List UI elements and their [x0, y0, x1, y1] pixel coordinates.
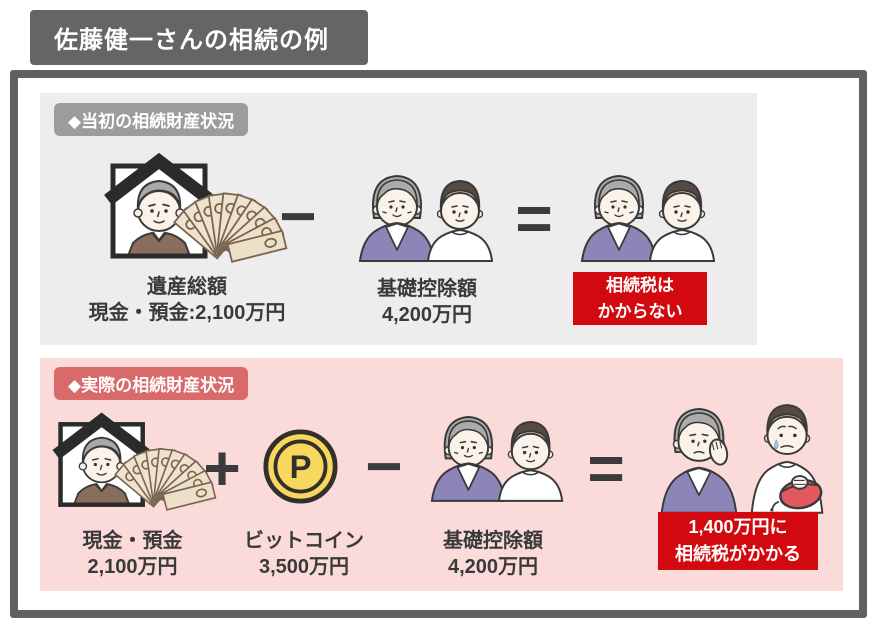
- tax-line1: 1,400万円に: [688, 517, 788, 537]
- deduction-label: 基礎控除額 4,200万円: [327, 276, 527, 329]
- no-tax-line2: かからない: [597, 301, 683, 321]
- minus-operator: −: [279, 180, 317, 252]
- tax-line2: 相続税がかかる: [675, 544, 801, 564]
- no-tax-line1: 相続税は: [606, 276, 674, 295]
- heirs-icon: [359, 175, 493, 262]
- memorial-portrait-icon-2: [56, 410, 208, 519]
- bitcoin-label: ビットコイン 3,500万円: [218, 528, 390, 581]
- deduction-line2: 4,200万円: [381, 304, 473, 327]
- plus-operator: +: [203, 432, 241, 504]
- title-bar: 佐藤健一さんの相続の例: [30, 10, 368, 65]
- minus-operator-2: −: [365, 430, 403, 502]
- estate-total-line1: 遺産総額: [147, 276, 227, 298]
- initial-section-label: ◆当初の相続財産状況: [68, 112, 235, 131]
- page-title: 佐藤健一さんの相続の例: [54, 27, 329, 54]
- actual-section-label: ◆実際の相続財産状況: [68, 376, 235, 395]
- bitcoin-line1: ビットコイン: [244, 530, 364, 552]
- estate-total-label: 遺産総額 現金・預金:2,100万円: [58, 274, 316, 327]
- cash-line2: 2,100万円: [87, 556, 178, 579]
- no-tax-result-badge: 相続税は かからない: [573, 272, 707, 325]
- deduction2-line2: 4,200万円: [447, 556, 539, 579]
- cash-line1: 現金・預金: [82, 530, 183, 552]
- deduction2-line1: 基礎控除額: [443, 530, 543, 552]
- worried-grandmother-icon: [660, 408, 738, 514]
- equals-operator: =: [515, 182, 553, 254]
- equals-operator-2: =: [587, 432, 625, 504]
- point-coin-icon: P: [263, 429, 338, 504]
- estate-total-line2: 現金・預金:2,100万円: [88, 302, 286, 325]
- coin-letter: P: [290, 448, 312, 485]
- cash-label: 現金・預金 2,100万円: [45, 528, 220, 581]
- tax-result-badge: 1,400万円に 相続税がかかる: [658, 512, 818, 570]
- heirs-result-icon: [581, 175, 715, 262]
- initial-section-badge: ◆当初の相続財産状況: [54, 103, 249, 136]
- worried-heirs-icon: [660, 404, 824, 514]
- deduction-line1: 基礎控除額: [377, 278, 477, 300]
- actual-section-badge: ◆実際の相続財産状況: [54, 367, 249, 400]
- crying-grandson-icon: [750, 404, 824, 514]
- memorial-portrait-icon: [108, 150, 278, 272]
- heirs-icon-2: [430, 416, 564, 502]
- bitcoin-line2: 3,500万円: [258, 556, 350, 579]
- deduction-label-2: 基礎控除額 4,200万円: [407, 528, 579, 581]
